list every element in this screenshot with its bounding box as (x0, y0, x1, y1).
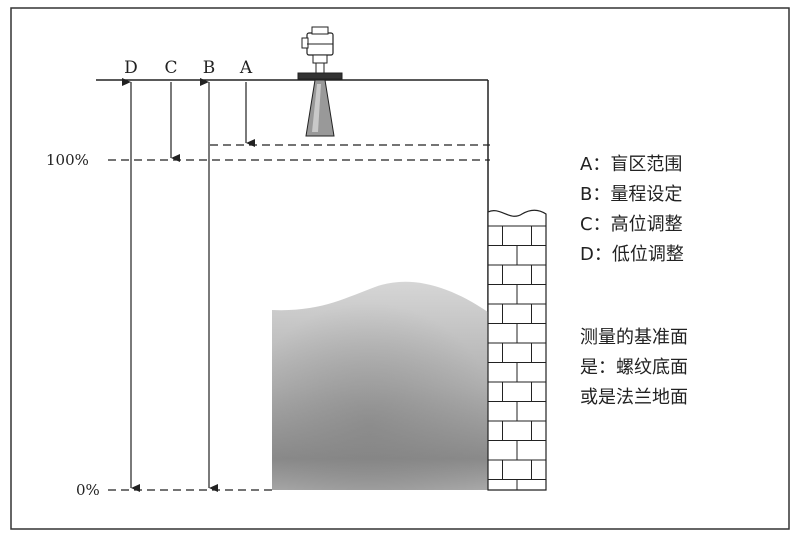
label-100-percent: 100% (46, 151, 89, 169)
label-c: C (164, 58, 177, 78)
note-line-2: 是：螺纹底面 (580, 357, 688, 378)
reference-note: 测量的基准面 是：螺纹底面 或是法兰地面 (580, 327, 688, 408)
legend-c: C：高位调整 (580, 214, 683, 235)
liquid (272, 281, 488, 490)
radar-level-gauge-icon (297, 26, 343, 137)
legend-d: D：低位调整 (580, 244, 684, 265)
label-b: B (203, 58, 216, 78)
outer-frame (10, 7, 790, 530)
brick-wall (487, 209, 547, 491)
label-0-percent: 0% (76, 481, 100, 499)
legend: A：盲区范围 B：量程设定 C：高位调整 D：低位调整 (580, 154, 684, 265)
dimension-arrows (122, 78, 255, 492)
dimension-labels: D C B A (124, 58, 253, 78)
note-line-3: 或是法兰地面 (580, 387, 688, 408)
label-a: A (239, 58, 253, 78)
label-d: D (124, 58, 138, 78)
legend-a: A：盲区范围 (580, 154, 682, 175)
legend-b: B：量程设定 (580, 184, 682, 205)
note-line-1: 测量的基准面 (580, 327, 688, 348)
